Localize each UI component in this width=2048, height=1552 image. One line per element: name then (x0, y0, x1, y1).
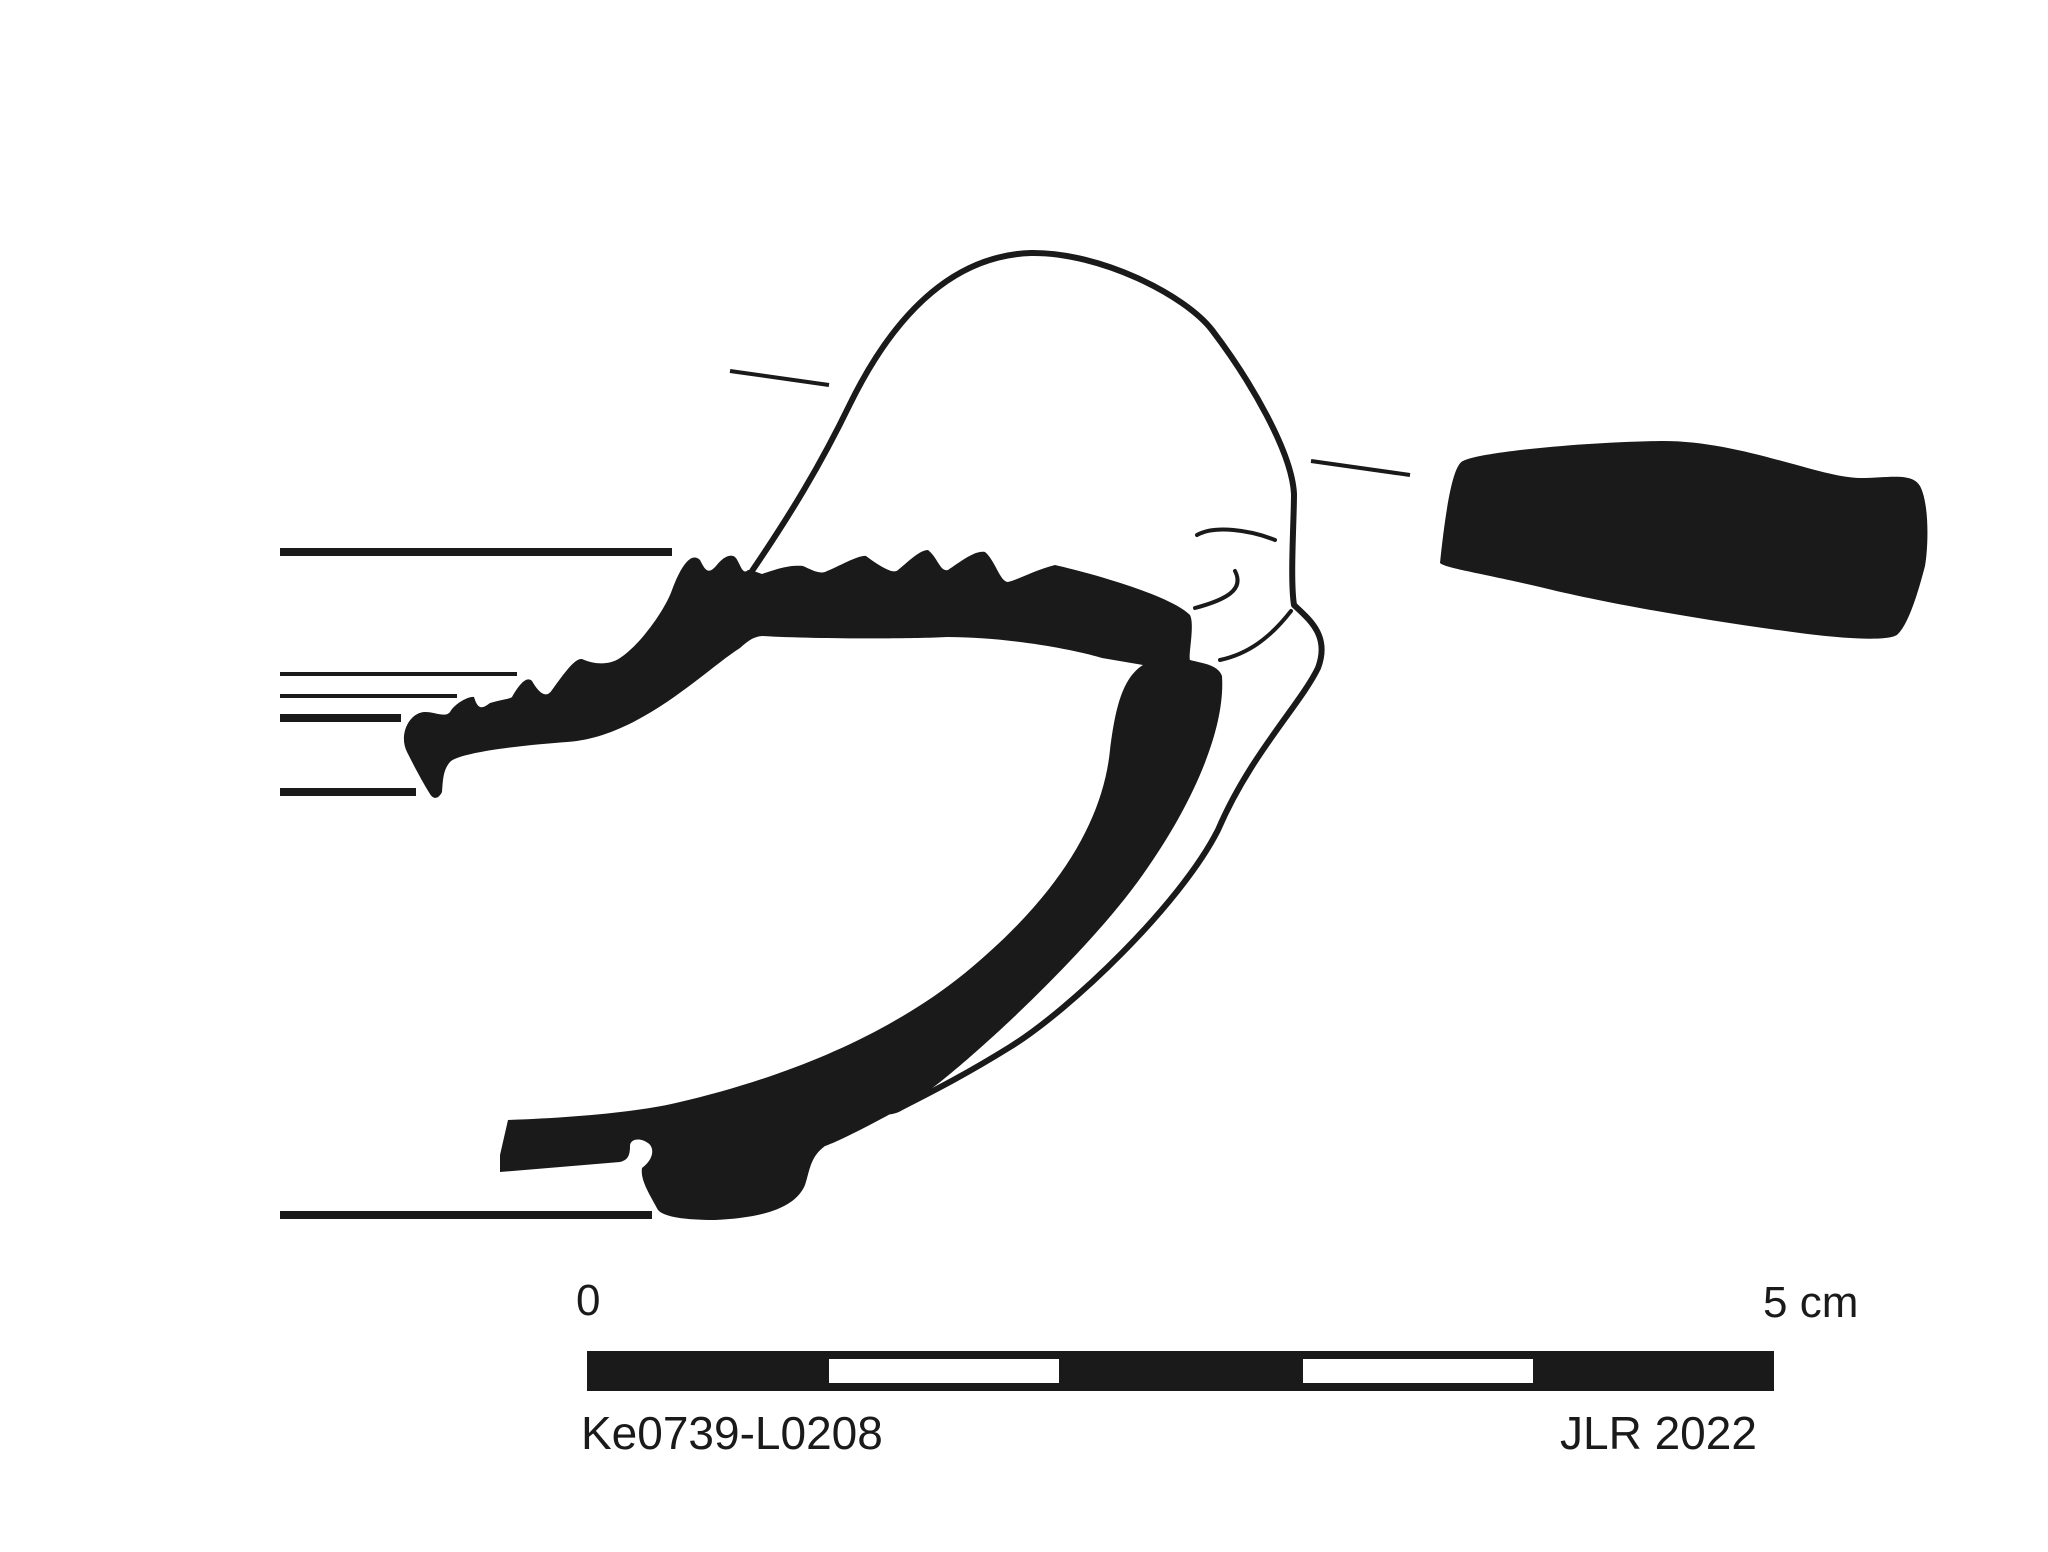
orientation-lines (280, 548, 672, 1219)
credit-label: JLR 2022 (1560, 1407, 1757, 1459)
bowl-exterior-outline (749, 249, 1325, 1130)
scale-end-label: 5 cm (1763, 1278, 1859, 1327)
broken-stem-section (1440, 440, 1928, 639)
section-guide-ticks (729, 369, 1411, 477)
scale-bar-segment-white-1 (829, 1359, 1059, 1383)
section-tick-right (1310, 459, 1411, 477)
scale-bar (587, 1351, 1774, 1391)
scale-start-label: 0 (576, 1276, 601, 1325)
catalog-id-label: Ke0739-L0208 (581, 1407, 883, 1459)
section-tick-left (729, 369, 830, 387)
bowl-outline (749, 249, 1325, 1130)
mould-seam-arc-1 (1195, 527, 1277, 542)
pipe-cross-section (403, 440, 1928, 1220)
heel-outline (1218, 609, 1293, 662)
mould-seam-arc-2 (1193, 569, 1240, 610)
bowl-rim-section (403, 550, 1223, 1220)
scale-bar-frame (587, 1351, 1774, 1391)
scale-bar-segment-white-2 (1303, 1359, 1533, 1383)
